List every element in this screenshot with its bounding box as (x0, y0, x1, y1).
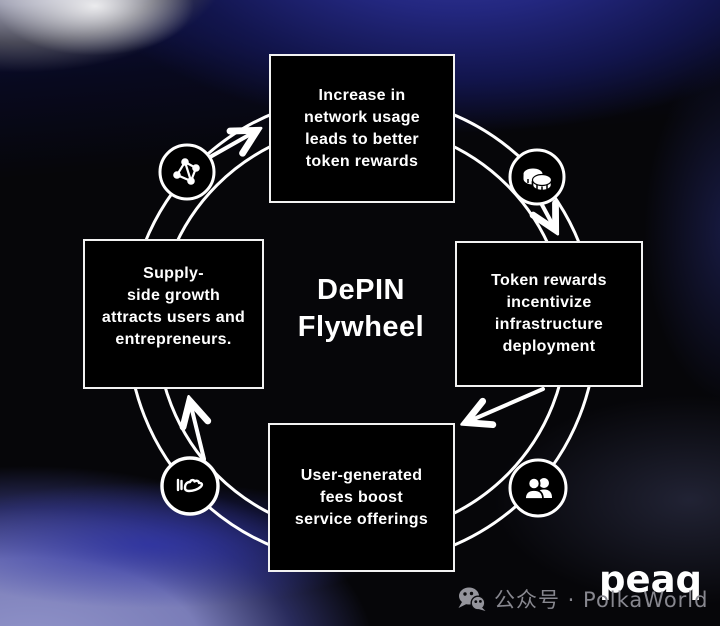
arrow-to-bottom-box (467, 387, 545, 422)
flow-box-left: Supply- side growth attracts users and e… (83, 239, 264, 389)
peaq-logo: peaq (599, 558, 703, 601)
arrow-to-top-box (201, 131, 256, 163)
flow-box-line: leads to better (305, 130, 419, 148)
flow-box-line: User-generated (300, 466, 423, 484)
diagram-title-line1: DePIN (317, 274, 405, 306)
receiving-hand-icon (160, 456, 220, 516)
flow-box-line: Increase in (318, 86, 406, 104)
coin-front (531, 173, 553, 192)
flow-box-line: Token rewards (491, 272, 607, 289)
wechat-icon (458, 587, 486, 611)
flow-arrows (190, 131, 555, 461)
users-icon (508, 458, 568, 518)
coins-icon (508, 148, 566, 206)
arrow-to-left-box (190, 402, 204, 461)
diagram-title-line2: Flywheel (297, 311, 425, 343)
flow-box-line: network usage (304, 108, 420, 126)
network-nodes-icon (158, 143, 216, 201)
wechat-watermark: 公众号 · PolkaWorld (458, 584, 708, 614)
flow-box-line: deployment (502, 338, 596, 355)
flow-box-line: fees boost (319, 488, 403, 506)
diagram-title: DePIN Flywheel (261, 272, 461, 346)
flow-box-line: side growth (126, 287, 221, 304)
flow-box-line: incentivize (506, 294, 592, 311)
wechat-watermark-label: 公众号 · PolkaWorld (494, 588, 709, 612)
flow-box-line: attracts users and (101, 309, 246, 326)
user-front (524, 476, 544, 500)
arrow-to-right-box (541, 203, 555, 229)
flow-box-top: Increase in network usage leads to bette… (269, 54, 455, 203)
flow-box-right: Token rewards incentivize infrastructure… (455, 241, 643, 387)
flow-box-bottom: User-generated fees boost service offeri… (268, 423, 455, 572)
flow-box-line: Supply- (143, 265, 204, 282)
flow-box-line: infrastructure (494, 316, 604, 333)
flow-box-line: token rewards (305, 152, 419, 170)
flow-box-line: entrepreneurs. (115, 331, 232, 348)
flow-box-line: service offerings (294, 510, 429, 528)
